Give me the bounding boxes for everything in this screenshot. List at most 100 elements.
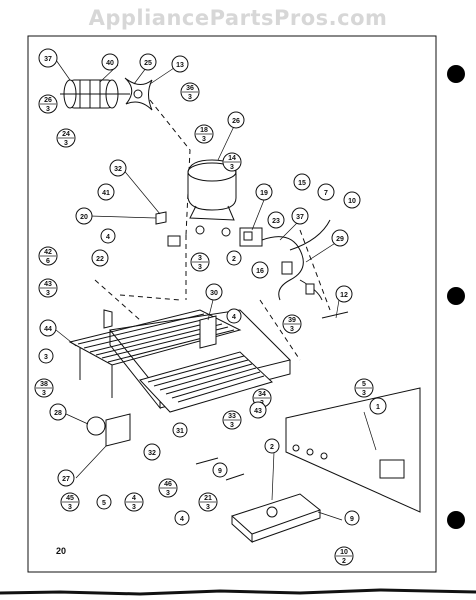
callout-denominator: 2: [342, 558, 346, 565]
callout-label: 21: [204, 495, 212, 502]
callout-label: 10: [340, 549, 348, 556]
callout-label: 9: [218, 468, 222, 475]
scan-edge: [0, 588, 476, 596]
callout-label: 3: [44, 354, 48, 361]
fastener-screws: [103, 211, 349, 481]
callout-label: 18: [200, 127, 208, 134]
callout-denominator: 3: [42, 390, 46, 397]
callout-20: 20: [75, 207, 93, 225]
callout-label: 30: [210, 290, 218, 297]
callout-10-2: 102: [334, 546, 354, 566]
callout-3-3: 33: [190, 252, 210, 272]
callout-denominator: 3: [132, 504, 136, 511]
assembly-lines: [94, 99, 331, 361]
callout-label: 24: [62, 131, 70, 138]
condenser-coil: [68, 309, 242, 398]
binder-hole-top: [447, 65, 465, 83]
callout-41: 41: [97, 183, 115, 201]
callout-label: 7: [324, 190, 328, 197]
callout-21-3: 213: [198, 492, 218, 512]
fan-blade: [124, 77, 153, 111]
callout-16: 16: [251, 261, 269, 279]
callout-label: 40: [106, 60, 114, 67]
watermark-text: AppliancePartsPros.com: [88, 6, 388, 30]
callout-25: 25: [139, 53, 157, 71]
callout-denominator: 3: [166, 490, 170, 497]
callout-label: 12: [340, 292, 348, 299]
callout-label: 5: [102, 500, 106, 507]
callout-label: 22: [96, 256, 104, 263]
callout-29: 29: [331, 229, 349, 247]
callout-5-3: 53: [354, 378, 374, 398]
diagram-frame: [27, 35, 437, 573]
callout-24-3: 243: [56, 128, 76, 148]
callout-label: 9: [350, 516, 354, 523]
callout-45-3: 453: [60, 492, 80, 512]
callout-15: 15: [293, 173, 311, 191]
callout-44: 44: [39, 319, 57, 337]
callout-label: 4: [180, 516, 184, 523]
callout-23: 23: [267, 211, 285, 229]
callout-label: 42: [44, 249, 52, 256]
callout-19: 19: [255, 183, 273, 201]
callout-38-3: 383: [34, 378, 54, 398]
callout-3-b: 3: [38, 348, 54, 364]
callout-43: 43: [249, 401, 267, 419]
callout-label: 44: [44, 326, 52, 333]
callout-4-a: 4: [100, 228, 116, 244]
callout-label: 14: [228, 155, 236, 162]
callout-label: 13: [176, 62, 184, 69]
mounting-bracket: [199, 315, 217, 349]
drain-pan: [231, 493, 322, 544]
callout-label: 4: [132, 495, 136, 502]
callout-10: 10: [343, 191, 361, 209]
callout-7: 7: [317, 183, 335, 201]
callout-label: 45: [66, 495, 74, 502]
callout-label: 25: [144, 60, 152, 67]
callout-label: 15: [298, 180, 306, 187]
callout-32-b: 32: [143, 443, 161, 461]
callout-label: 37: [44, 56, 52, 63]
callout-32: 32: [109, 159, 127, 177]
callout-label: 33: [228, 413, 236, 420]
callout-denominator: 3: [198, 264, 202, 271]
callout-label: 43: [44, 281, 52, 288]
binder-hole-bottom: [447, 511, 465, 529]
callout-denominator: 3: [202, 136, 206, 143]
wiring-harness: [261, 219, 331, 301]
callout-27: 27: [57, 469, 75, 487]
callout-denominator: 3: [230, 164, 234, 171]
callout-label: 34: [258, 391, 266, 398]
callout-label: 10: [348, 198, 356, 205]
callout-label: 27: [62, 476, 70, 483]
callout-18-3: 183: [194, 124, 214, 144]
callout-26: 26: [227, 111, 245, 129]
callout-36-3: 363: [180, 82, 200, 102]
callout-label: 43: [254, 408, 262, 415]
callout-22: 22: [91, 249, 109, 267]
callout-label: 32: [114, 166, 122, 173]
callout-28: 28: [49, 403, 67, 421]
callout-label: 26: [44, 97, 52, 104]
callout-2-a: 2: [226, 250, 242, 266]
callout-37: 37: [38, 48, 58, 68]
callout-40: 40: [101, 53, 119, 71]
callout-denominator: 3: [206, 504, 210, 511]
callout-label: 2: [270, 444, 274, 451]
callout-9-b: 9: [344, 510, 360, 526]
callout-denominator: 3: [46, 106, 50, 113]
evaporator-tray-coil: [139, 351, 273, 413]
callout-label: 29: [336, 236, 344, 243]
callout-label: 16: [256, 268, 264, 275]
callout-label: 39: [288, 317, 296, 324]
compressor: [187, 159, 237, 237]
callout-label: 4: [232, 314, 236, 321]
callout-label: 37: [296, 214, 304, 221]
callout-label: 41: [102, 190, 110, 197]
callout-31: 31: [172, 422, 188, 438]
callout-label: 28: [54, 410, 62, 417]
callout-denominator: 3: [290, 326, 294, 333]
callout-30: 30: [205, 283, 223, 301]
callout-4-3: 43: [124, 492, 144, 512]
callout-label: 32: [148, 450, 156, 457]
